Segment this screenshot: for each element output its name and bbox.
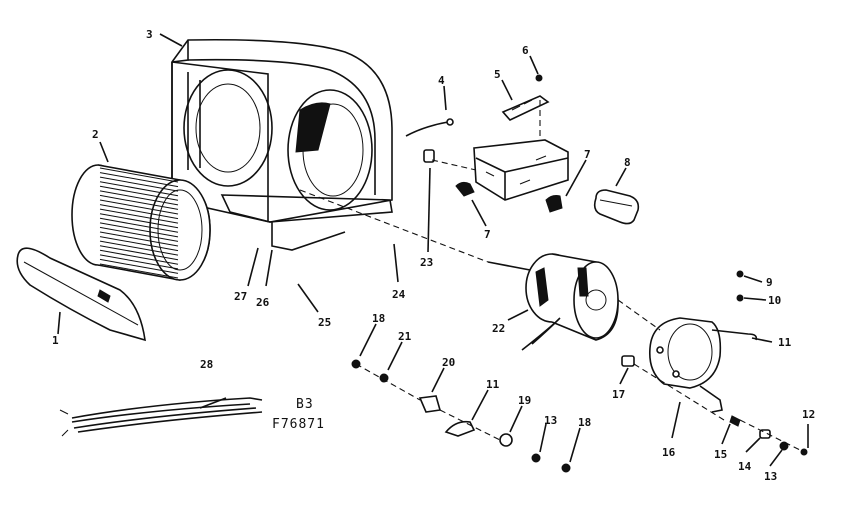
wheel-vane [99, 240, 179, 256]
wheel-vane [99, 245, 179, 261]
cutoff-plate [16, 247, 146, 342]
caption-line-2: F76871 [272, 417, 325, 432]
capacitor [593, 189, 640, 225]
blower-housing [171, 38, 393, 251]
label-part-13-middle: 13 [544, 414, 557, 427]
label-part-25: 25 [318, 316, 331, 329]
hardware-row [351, 270, 808, 473]
label-part-13-right: 13 [764, 470, 777, 483]
wheel-vane [99, 172, 179, 188]
wheel-vane [99, 213, 179, 229]
label-part-2: 2 [92, 128, 99, 141]
wheel-vane [99, 185, 179, 201]
control-box [473, 74, 569, 201]
wheel-vane [99, 236, 179, 252]
wheel-vane [99, 217, 179, 233]
label-part-9: 9 [766, 276, 773, 289]
callout-arrows [57, 33, 809, 467]
wheel-vane [99, 208, 179, 224]
label-part-4: 4 [438, 74, 445, 87]
label-part-14: 14 [738, 460, 752, 473]
wheel-vane [99, 258, 179, 274]
label-part-27: 27 [234, 290, 247, 303]
wheel-vane [99, 222, 179, 238]
label-part-18-left: 18 [372, 312, 385, 325]
label-part-22: 22 [492, 322, 505, 335]
wheel-vane [99, 176, 179, 192]
label-part-6: 6 [522, 44, 529, 57]
alignment-lines [299, 100, 805, 453]
label-part-16: 16 [662, 446, 676, 459]
label-part-8: 8 [624, 156, 631, 169]
motor-mount [648, 317, 758, 413]
wheel-vane [99, 263, 179, 279]
label-part-23: 23 [420, 256, 433, 269]
label-part-7-left: 7 [484, 228, 491, 241]
label-part-11-upper: 11 [778, 336, 792, 349]
label-part-20: 20 [442, 356, 455, 369]
wheel-vane [99, 254, 179, 270]
part-labels: 3 2 1 4 5 6 7 8 7 23 24 25 27 26 22 28 1… [52, 28, 815, 483]
wire-harness [59, 397, 263, 437]
wheel-vane [99, 167, 179, 183]
label-part-1: 1 [52, 334, 59, 347]
label-part-7-right: 7 [584, 148, 591, 161]
diagram-caption: B3 F76871 [272, 397, 325, 432]
label-part-28: 28 [200, 358, 213, 371]
wheel-vane [99, 249, 179, 265]
small-parts [405, 118, 563, 213]
blower-wheel [71, 164, 211, 281]
wheel-vane [99, 190, 179, 206]
label-part-11-lower: 11 [486, 378, 500, 391]
wheel-vane [99, 231, 179, 247]
wheel-vane [99, 204, 179, 220]
label-part-15: 15 [714, 448, 727, 461]
label-part-26: 26 [256, 296, 270, 309]
label-part-10: 10 [768, 294, 781, 307]
wheel-vane [99, 226, 179, 242]
label-part-5: 5 [494, 68, 501, 81]
label-part-18-right: 18 [578, 416, 591, 429]
wheel-vane [99, 194, 179, 210]
label-part-17: 17 [612, 388, 625, 401]
label-part-21: 21 [398, 330, 412, 343]
motor [487, 253, 619, 351]
label-part-19: 19 [518, 394, 531, 407]
wheel-vane [99, 199, 179, 215]
label-part-3: 3 [146, 28, 153, 41]
label-part-12: 12 [802, 408, 815, 421]
wheel-vane [99, 181, 179, 197]
caption-line-1: B3 [296, 397, 314, 412]
label-part-24: 24 [392, 288, 406, 301]
